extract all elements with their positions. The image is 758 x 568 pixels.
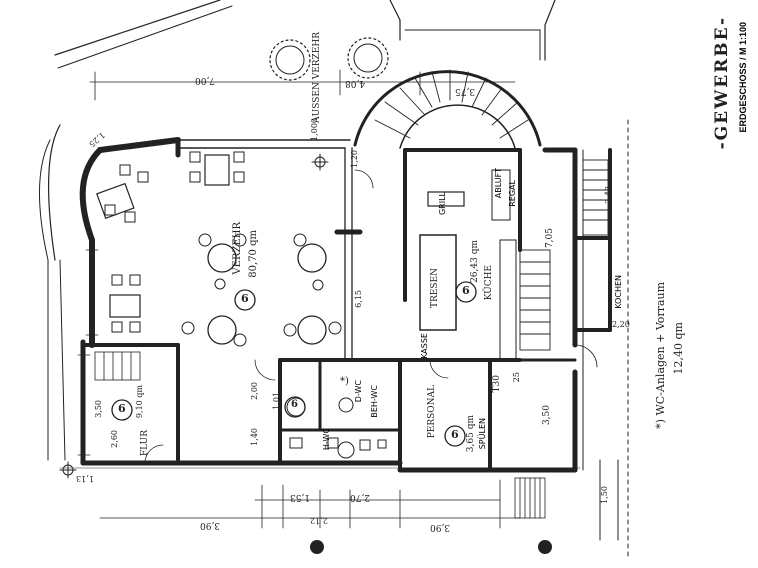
spuelen-label: SPÜLEN: [478, 418, 487, 450]
terrace-edge-line: [59, 259, 66, 461]
tresen-label: TRESEN: [430, 268, 440, 308]
dining-tables: [207, 243, 327, 345]
dim-6-15: 6,15: [354, 290, 363, 308]
grating: [514, 477, 546, 519]
plan-subtitle: ERDGESCHOSS / M 1:100: [738, 22, 748, 133]
room-name-personal: PERSONAL: [427, 385, 437, 439]
outdoor-table: [353, 43, 383, 73]
exterior-wall: [97, 137, 181, 153]
round-stair-outer-wall: [353, 70, 542, 147]
room-name-aussen-verzehr: AUSSEN VERZEHR: [312, 32, 322, 123]
punch-hole: [310, 540, 324, 554]
dim-1-01: 1,01: [272, 392, 281, 410]
dim-2-00: 2,00: [250, 382, 259, 400]
title-block: -GEWERBE- ERDGESCHOSS / M 1:100: [712, 14, 756, 174]
dim-25: 25: [512, 372, 521, 383]
dimension-ticks: [261, 479, 501, 529]
room-area-verzehr: 80,70 qm: [248, 230, 259, 278]
rect-chairs: [104, 151, 245, 333]
door-t30: T30: [492, 375, 502, 393]
outdoor-table: [275, 45, 305, 75]
room-area-personal: 3,65 qm: [466, 415, 476, 453]
terrace-edge-line: [57, 5, 233, 69]
beh-wc-label: BEH-WC: [370, 385, 379, 418]
abluft-unit: [491, 169, 511, 221]
room-name-verzehr: VERZEHR: [232, 222, 243, 275]
room-name-kochen: KOCHEN: [614, 275, 623, 309]
dim-1-13: 1,13: [76, 474, 94, 483]
room-number-personal: 6: [451, 428, 459, 441]
dim-3-90-b: 3,90: [430, 522, 451, 532]
curved-exterior-wall: [79, 147, 103, 243]
balcony-rail: [404, 29, 541, 61]
wc-note-line2: 12,40 qm: [672, 322, 685, 375]
h-wc-label: H-WC: [322, 428, 331, 451]
dining-chairs: [181, 233, 342, 347]
grill-label: GRILL: [438, 192, 447, 216]
dim-1-20: 1,20: [350, 150, 359, 168]
dim-4-08: 4,08: [345, 78, 366, 88]
room-area-flur: 9,10 qm: [135, 385, 144, 419]
dim-7-05: 7,05: [545, 228, 555, 249]
grill: [427, 191, 465, 207]
regal-label: REGAL: [508, 180, 517, 207]
door-swings: [144, 169, 598, 464]
crosshair-marks: [59, 153, 329, 479]
round-stair-steps: [374, 69, 529, 139]
terrace-curve-line: [39, 139, 51, 261]
dim-3-50-flur: 3,50: [94, 400, 103, 418]
tresen-counter: [419, 234, 457, 331]
abluft-label: ABLUFT: [494, 168, 503, 199]
dim-1-53: 1,53: [290, 492, 311, 502]
kitchen-stair: [519, 249, 551, 351]
dim-3-90: 3,90: [200, 520, 221, 530]
room-number-kueche: 6: [462, 284, 470, 297]
room-number-flur: 6: [118, 402, 126, 415]
room-number-wc: 6: [291, 399, 298, 410]
terrace-edge-line: [54, 0, 221, 56]
terrace-curve-line: [47, 124, 61, 261]
room-number-circles: [111, 281, 477, 447]
dim-7-00: 7,00: [195, 75, 216, 85]
round-stair-inner: [399, 104, 516, 149]
dim-2-12: 2,12: [310, 516, 328, 525]
wc-note: *) WC-Anlagen + Vorraum 12,40 qm: [648, 282, 692, 472]
wc-fixtures: [286, 397, 387, 459]
outdoor-table-circle: [347, 37, 389, 79]
dim-2-70: 2,70: [350, 492, 371, 502]
rect-tables: [96, 154, 230, 318]
flur-stair: [94, 351, 141, 381]
dim-2-48: 2,48: [604, 186, 613, 204]
punch-hole: [538, 540, 552, 554]
dim-2-20: 2,20: [612, 320, 630, 329]
kitchen-shelf: [499, 239, 517, 361]
dim-3-75: 3,75: [455, 86, 476, 96]
window-marks: [77, 249, 99, 456]
room-name-kueche: KÜCHE: [484, 265, 494, 301]
wc-asterisk: *): [340, 376, 349, 387]
kasse-label: KASSE: [420, 333, 429, 359]
dim-1-000: 1,000: [310, 118, 319, 141]
balcony-outline: [389, 0, 556, 61]
dim-1-50: 1,50: [600, 486, 609, 504]
room-area-kueche: 26,43 qm: [470, 240, 480, 283]
dim-3-50: 3,50: [542, 405, 552, 426]
dim-1-40: 1,40: [250, 428, 259, 446]
outdoor-table-circle: [269, 39, 311, 81]
room-name-flur: FLUR: [140, 430, 150, 457]
right-stair: [582, 159, 609, 236]
d-wc-label: D-WC: [354, 380, 363, 403]
wc-note-line1: *) WC-Anlagen + Vorraum: [654, 282, 667, 429]
plan-title: -GEWERBE-: [712, 16, 732, 150]
room-number-verzehr: 6: [241, 292, 249, 305]
dim-2-60: 2,60: [110, 430, 119, 448]
